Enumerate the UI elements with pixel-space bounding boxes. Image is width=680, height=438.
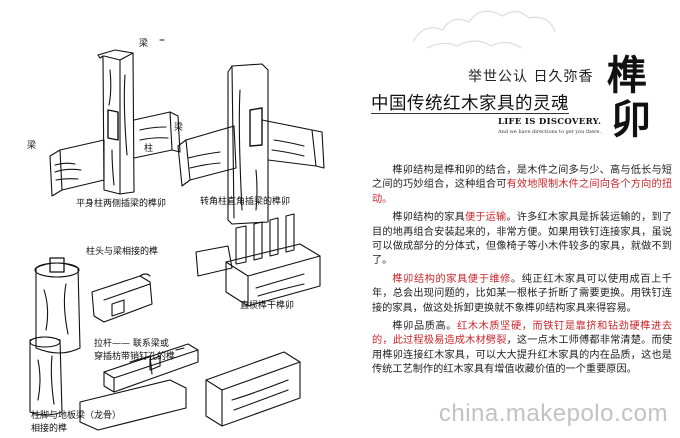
p4-text-b: ，这一点木工师傅都非常清楚。而使用榫卯连接红木家具，可以大大提升红木家具的内在品… — [372, 335, 673, 376]
caption-fig4: 直棂榫干榫卯 — [240, 301, 295, 311]
p3-highlight: 榫卯结构的家具便于维修 — [392, 273, 511, 285]
caption-beam: 梁 — [139, 39, 149, 49]
p4-text-a: 榫卯品质高。 — [392, 321, 458, 333]
caption-fig1: 平身柱两侧插梁的榫卯 — [76, 199, 167, 209]
paragraph-1: 榫卯结构是榫和卯的结合，是木件之间多与少、高与低长与短之间的巧妙组合，这种组合可… — [372, 164, 672, 207]
caption-fig2: 转角柱直角插梁的榫卯 — [200, 197, 291, 207]
illustration-panel: 梁 柱 梁 梁 平身柱两侧插梁的榫卯 转角柱直角插梁的榫卯 柱头与梁相接的榫 直… — [27, 39, 325, 434]
caption-beam-mid: 梁 — [174, 123, 184, 133]
life-subslogan: And we have directions to get you there. — [498, 129, 602, 135]
p1-text: 榫卯结构是榫和卯的结合，是木件之间多与少、高与低长与短之间的巧妙组合，这种组合可 — [372, 165, 672, 191]
fig6-drawing — [29, 336, 301, 431]
caption-column: 柱 — [144, 144, 154, 154]
caption-fig5-line2: 穿插枋带销钉孔的榫 — [94, 352, 176, 362]
fig5-drawing — [103, 343, 199, 393]
caption-fig5-line1: 拉杆—— 联系梁或 — [94, 339, 169, 349]
text-panel: 举世公认 日久弥香 中国传统红木家具的灵魂 LIFE IS DISCOVERY.… — [345, 0, 680, 438]
motto: 举世公认 日久弥香 — [468, 69, 594, 85]
p2-text-a: 榫卯结构的家具 — [392, 212, 465, 224]
paragraph-2: 榫卯结构的家具便于运输。许多红木家具是拆装运输的，到了目的地再组合安装起来的，非… — [372, 211, 672, 269]
watermark: china.makepolo.com — [438, 400, 668, 427]
page-title: 中国传统红木家具的灵魂 — [371, 94, 569, 114]
life-slogan: LIFE IS DISCOVERY. — [498, 117, 602, 127]
calligraphy-char-sun: 榫 — [607, 52, 647, 99]
joinery-sketches — [29, 39, 325, 431]
fig4-drawing — [195, 213, 321, 307]
fig3-drawing — [34, 257, 153, 354]
caption-fig6-line2: 相接的榫 — [31, 424, 68, 434]
fig1-drawing — [49, 39, 181, 197]
caption-beam-left: 梁 — [27, 141, 37, 151]
ink-cloud-decoration — [412, 10, 556, 49]
p2-highlight: 便于运输 — [464, 212, 507, 224]
article-body: 榫卯结构是榫和卯的结合，是木件之间多与少、高与低长与短之间的巧妙组合，这种组合可… — [372, 164, 672, 382]
paragraph-4: 榫卯品质高。红木木质坚硬，而铁钉是靠挤和钻劲硬榫进去的，此过程极易造成木材劈裂，… — [372, 320, 672, 378]
caption-fig3: 柱头与梁相接的榫 — [86, 247, 159, 257]
p1-highlight: 有效地限制木件之间向各个方向的扭动。 — [372, 179, 673, 205]
p4-highlight: 红木木质坚硬，而铁钉是靠挤和钻劲硬榫进去的，此过程极易造成木材劈裂 — [372, 321, 673, 347]
title-divider — [371, 113, 569, 114]
p3-text: 。纯正红木家具可以使用成百上千年，总会出现问题的，比如某一根枨子折断了需要更换。… — [372, 273, 672, 314]
p2-text-b: 。许多红木家具是拆装运输的，到了目的地再组合安装起来的，非常方便。如果用铁钉连接… — [372, 212, 673, 267]
calligraphy-char-mao: 卯 — [611, 96, 651, 143]
fig2-drawing — [177, 63, 325, 225]
caption-fig6-line1: 柱脚与地板梁（龙骨） — [31, 411, 122, 421]
paragraph-3: 榫卯结构的家具便于维修。纯正红木家具可以使用成百上千年，总会出现问题的，比如某一… — [372, 273, 672, 316]
